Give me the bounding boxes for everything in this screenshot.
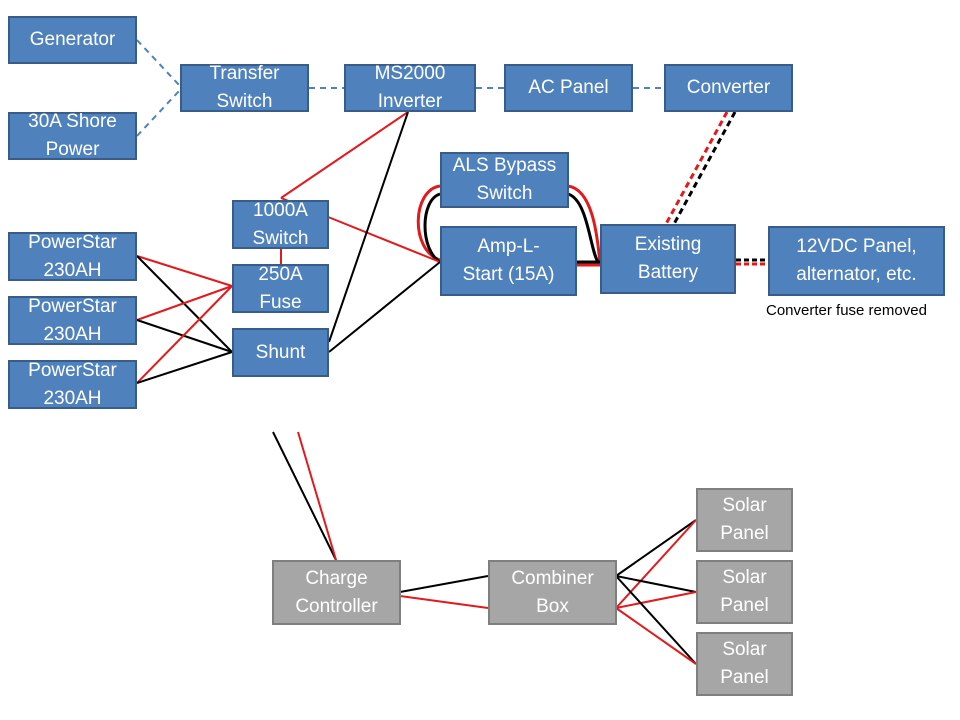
solar-panel-1: Solar Panel bbox=[696, 488, 793, 552]
bank1-fuse-positive-wire bbox=[136, 255, 233, 287]
bank2-shunt-negative-wire bbox=[136, 319, 233, 353]
shunt-box: Shunt bbox=[232, 328, 329, 377]
switch-inverter-positive-wire bbox=[280, 111, 409, 199]
switch-1000a-box: 1000A Switch bbox=[232, 200, 329, 249]
panel3-positive-wire bbox=[615, 607, 697, 665]
shore-power-box: 30A Shore Power bbox=[8, 111, 137, 160]
solar-panel-2: Solar Panel bbox=[696, 560, 793, 624]
generator-box: Generator bbox=[8, 16, 137, 64]
powerstar-battery-1: PowerStar 230AH bbox=[8, 232, 137, 281]
panel1-negative-wire bbox=[615, 519, 697, 577]
panel3-negative-wire bbox=[615, 575, 697, 665]
bypass-positive-loop-right bbox=[567, 184, 602, 263]
transfer-switch-box: Transfer Switch bbox=[180, 63, 309, 112]
bank2-fuse-positive-wire bbox=[136, 285, 233, 321]
controller-combiner-positive bbox=[399, 595, 489, 609]
shunt-amplstart-negative-wire bbox=[328, 261, 441, 353]
charge-positive-lead bbox=[297, 431, 337, 561]
panel-12vdc-box: 12VDC Panel, alternator, etc. bbox=[768, 226, 945, 296]
powerstar-battery-2: PowerStar 230AH bbox=[8, 296, 137, 345]
ac-line-generator-transfer bbox=[136, 39, 181, 87]
inverter-box: MS2000 Inverter bbox=[344, 63, 476, 112]
powerstar-battery-3: PowerStar 230AH bbox=[8, 360, 137, 409]
converter-fuse-note: Converter fuse removed bbox=[766, 302, 927, 319]
charge-controller-box: Charge Controller bbox=[272, 560, 401, 625]
als-bypass-switch-box: ALS Bypass Switch bbox=[440, 152, 569, 208]
amp-l-start-box: Amp-L- Start (15A) bbox=[440, 226, 577, 296]
bank3-shunt-negative-wire bbox=[136, 351, 233, 384]
panel2-negative-wire bbox=[615, 575, 697, 593]
fuse-250a-box: 250A Fuse bbox=[232, 264, 329, 313]
panel1-positive-wire bbox=[615, 519, 697, 609]
shunt-inverter-negative-wire bbox=[328, 111, 409, 343]
bypass-negative-loop bbox=[423, 192, 441, 264]
ac-panel-box: AC Panel bbox=[504, 64, 633, 112]
converter-negative-wire bbox=[672, 111, 737, 225]
charge-negative-lead bbox=[272, 431, 337, 561]
panel2-positive-wire bbox=[615, 591, 697, 609]
solar-panel-3: Solar Panel bbox=[696, 632, 793, 696]
ac-line-shore-transfer bbox=[136, 89, 181, 137]
converter-positive-wire bbox=[664, 111, 729, 225]
bypass-negative-loop-right bbox=[567, 192, 600, 263]
combiner-box: Combiner Box bbox=[488, 560, 617, 625]
bank3-fuse-positive-wire bbox=[136, 285, 233, 384]
controller-combiner-negative bbox=[399, 575, 489, 593]
converter-box: Converter bbox=[664, 64, 793, 112]
existing-battery-box: Existing Battery bbox=[600, 224, 736, 294]
